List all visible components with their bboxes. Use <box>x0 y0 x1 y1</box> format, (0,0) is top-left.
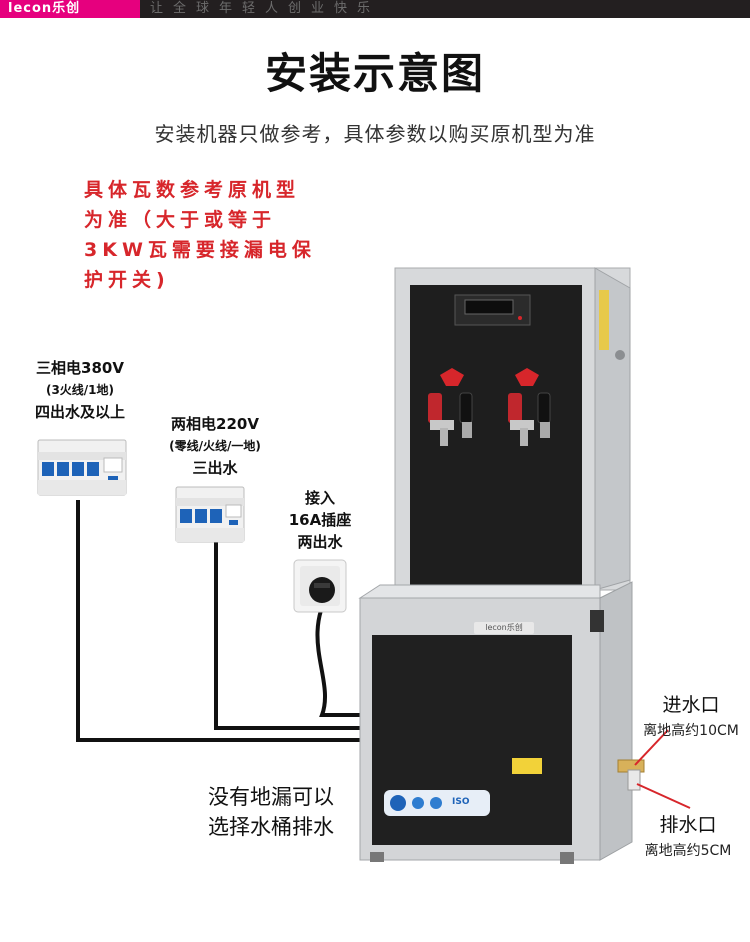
two-phase-detail: (零线/火线/一地) <box>169 439 261 453</box>
inlet-pointer <box>634 729 669 766</box>
page-title: 安装示意图 <box>264 49 485 98</box>
brand-logo: lecon乐创 <box>0 0 140 18</box>
floor-drain-line-1: 没有地漏可以 <box>208 785 334 809</box>
power-note-line: 为准（大于或等于 <box>84 209 277 231</box>
water-outlet-height: 离地高约5CM <box>644 843 732 859</box>
water-outlet-label: 排水口 离地高约5CM <box>628 810 748 862</box>
two-phase-title: 两相电220V <box>171 415 259 433</box>
three-phase-label: 三相电380V (3火线/1地) 四出水及以上 <box>20 357 140 423</box>
wall-socket-icon <box>293 559 347 613</box>
two-phase-cable <box>214 540 360 730</box>
outlet-pointer <box>636 783 691 809</box>
two-phase-outlets: 三出水 <box>192 459 238 477</box>
three-phase-detail: (3火线/1地) <box>45 383 115 397</box>
power-note: 具体瓦数参考原机型 为准（大于或等于 3KW瓦需要接漏电保 护开关) <box>84 175 334 295</box>
socket-line-1: 接入 <box>304 489 335 507</box>
three-phase-outlets: 四出水及以上 <box>34 403 125 421</box>
three-phase-cable <box>76 500 360 742</box>
water-inlet-height: 离地高约10CM <box>643 723 739 739</box>
water-outlet-title: 排水口 <box>659 814 717 836</box>
two-phase-breaker-icon <box>175 486 245 543</box>
power-note-line: 具体瓦数参考原机型 <box>84 179 301 201</box>
socket-label: 接入 16A插座 两出水 <box>270 487 370 553</box>
socket-line-2: 16A插座 <box>288 511 352 529</box>
three-phase-breaker-icon <box>37 439 127 496</box>
machine-brand-plate: lecon乐创 <box>485 623 523 632</box>
floor-drain-line-2: 选择水桶排水 <box>208 815 334 839</box>
floor-drain-note: 没有地漏可以 选择水桶排水 <box>208 782 358 842</box>
water-inlet-label: 进水口 离地高约10CM <box>632 690 750 742</box>
top-banner <box>0 0 750 18</box>
water-inlet-title: 进水口 <box>662 694 720 716</box>
socket-line-3: 两出水 <box>297 533 343 551</box>
page-subtitle: 安装机器只做参考，具体参数以购买原机型为准 <box>154 122 596 146</box>
power-note-line: 护开关) <box>84 269 170 291</box>
iso-badge: ISO <box>452 797 470 807</box>
brand-slogan: 让全球年轻人创业快乐 <box>150 1 381 16</box>
power-note-line: 3KW瓦需要接漏电保 <box>84 239 316 261</box>
two-phase-label: 两相电220V (零线/火线/一地) 三出水 <box>140 413 290 479</box>
callout-lines <box>634 729 691 809</box>
three-phase-title: 三相电380V <box>36 359 124 377</box>
water-boiler-machine <box>358 267 645 864</box>
